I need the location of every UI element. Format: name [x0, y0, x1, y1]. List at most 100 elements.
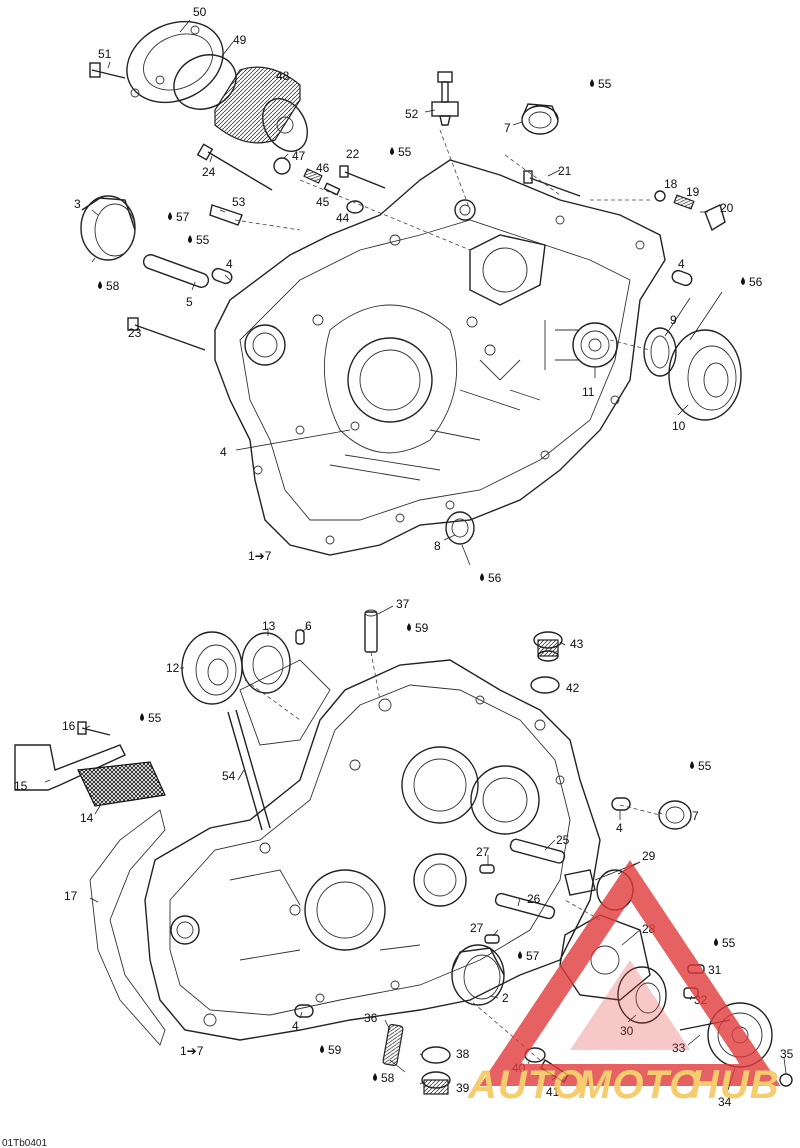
callout-label: 46 [316, 161, 330, 175]
callout-label: 7 [504, 121, 511, 135]
callout-label: 54 [222, 769, 236, 783]
upper-bolt-holes [253, 215, 645, 545]
figure-code: 01Tb0401 [2, 1138, 47, 1148]
oil-filter-cover-50 [126, 20, 224, 104]
pin-27-a [479, 864, 495, 874]
bolt-51 [91, 69, 126, 79]
callout-label: 22 [346, 147, 360, 161]
watermark-hub: HUB [690, 1063, 780, 1107]
assembly-reference-top: 1➔7 [248, 549, 272, 563]
callout-label: 55 [196, 233, 210, 247]
oil-drop-icon [480, 573, 484, 581]
oil-drop-icon [168, 212, 172, 220]
oil-drop-icon [518, 951, 522, 959]
crank-bore-lower [304, 869, 386, 951]
lower-bore-b [470, 765, 540, 835]
callout-label: 45 [316, 195, 330, 209]
bearing-sleeve-3 [80, 195, 136, 261]
callout-label: 8 [434, 539, 441, 553]
callout-label: 21 [558, 164, 572, 178]
callout-label: 58 [381, 1071, 395, 1085]
fitting-36 [382, 1023, 404, 1067]
callout-label: 49 [233, 33, 247, 47]
bearing-10 [668, 329, 742, 421]
callout-label: 53 [232, 195, 246, 209]
oil-drop-icon [320, 1045, 324, 1053]
callout-label: 4 [678, 257, 685, 271]
callout-label: 18 [664, 177, 678, 191]
callout-label: 19 [686, 185, 700, 199]
callout-label: 39 [456, 1081, 470, 1095]
callout-label: 55 [398, 145, 412, 159]
callout-label: 5 [186, 295, 193, 309]
warning-triangle-icon [479, 860, 781, 1086]
upper-gasket-line [239, 219, 631, 521]
callout-label: 57 [526, 949, 540, 963]
shaft-25 [509, 838, 566, 864]
callout-label: 2 [502, 991, 509, 1005]
shaft-26 [494, 892, 556, 920]
bearing-11 [572, 322, 618, 368]
bolt-23 [134, 324, 206, 351]
callout-label: 44 [336, 211, 350, 225]
seal-7-top [521, 103, 559, 135]
callout-label: 35 [780, 1047, 794, 1061]
pump-gear-30 [617, 966, 667, 1024]
lower-crankcase-group [14, 605, 793, 1095]
callout-label: 58 [106, 279, 120, 293]
washer-44 [346, 200, 364, 214]
dowel-4-d [294, 1004, 314, 1018]
lower-bore-a [401, 746, 479, 824]
callout-label: 50 [193, 5, 207, 19]
dowel-4-c [611, 797, 631, 811]
callout-label: 27 [470, 921, 484, 935]
oil-drop-icon [590, 79, 594, 87]
callout-label: 23 [128, 326, 142, 340]
gasket-17 [89, 809, 166, 1046]
oil-drop-icon [714, 938, 718, 946]
dowel-4-b [671, 269, 693, 287]
crank-web-outline [323, 304, 458, 454]
spring-46 [303, 168, 323, 184]
crank-bore-inner [359, 349, 421, 411]
callout-label: 30 [620, 1024, 634, 1038]
oil-gallery-boss [469, 234, 546, 306]
callout-label: 41 [546, 1085, 560, 1099]
bolt-24 [207, 151, 273, 191]
callout-label: 16 [62, 719, 76, 733]
banjo-fitting-52 [431, 71, 459, 126]
callout-label: 7 [692, 809, 699, 823]
oil-drop-icon [407, 623, 411, 631]
callout-label: 55 [698, 759, 712, 773]
callout-label: 10 [672, 419, 686, 433]
upper-crankcase-outline [214, 159, 666, 556]
bracket-15 [14, 744, 126, 791]
lower-gasket-line [169, 684, 571, 1016]
pin-45 [323, 182, 341, 196]
bolt-22 [344, 171, 386, 189]
stud-37 [364, 611, 378, 653]
callout-label: 36 [364, 1011, 378, 1025]
upper-leader-lines [91, 19, 723, 566]
callout-label: 56 [749, 275, 763, 289]
seal-7-bottom [658, 800, 692, 830]
callout-label: 12 [166, 661, 180, 675]
upper-crankcase-group [80, 19, 742, 566]
washer-35 [779, 1073, 793, 1087]
callout-label: 3 [74, 197, 81, 211]
lower-bolt-holes [203, 695, 565, 1027]
callout-label: 43 [570, 637, 584, 651]
callout-label: 14 [80, 811, 94, 825]
callout-label: 26 [527, 892, 541, 906]
oil-drop-icon [98, 281, 102, 289]
callout-label: 55 [598, 77, 612, 91]
callout-label: 59 [415, 621, 429, 635]
callout-label: 9 [670, 313, 677, 327]
oil-drop-icon [690, 761, 694, 769]
callout-label: 4 [220, 445, 227, 459]
o-ring-49 [173, 54, 237, 110]
callout-label: 52 [405, 107, 419, 121]
dowel-4-a [211, 267, 233, 285]
callout-label: 51 [98, 47, 112, 61]
